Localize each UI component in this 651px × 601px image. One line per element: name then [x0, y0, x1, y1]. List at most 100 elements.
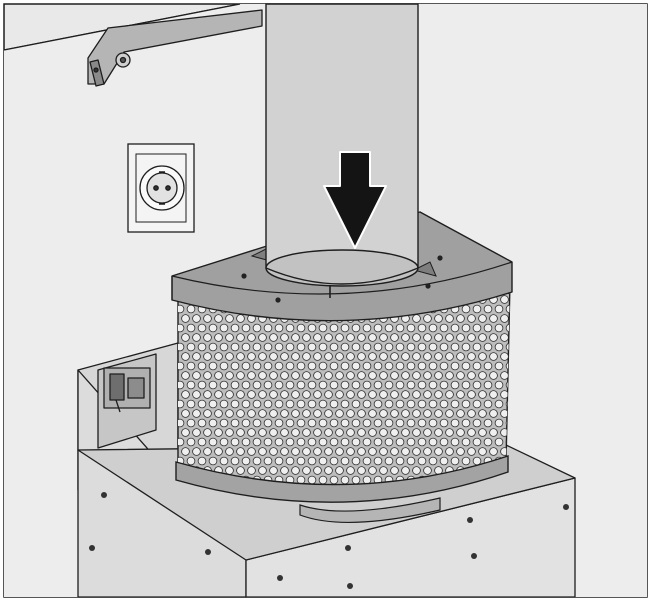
filter-hole — [186, 323, 196, 333]
filter-hole — [296, 342, 306, 352]
filter-hole — [203, 314, 212, 323]
filter-hole — [362, 323, 372, 333]
wall-socket-icon — [127, 143, 195, 233]
filter-hole — [329, 437, 339, 447]
filter-hole — [390, 333, 399, 342]
filter-hole — [483, 437, 493, 447]
filter-hole — [313, 371, 322, 380]
filter-hole — [478, 428, 487, 437]
filter-hole — [313, 390, 322, 399]
filter-hole — [500, 314, 509, 323]
filter-hole — [335, 352, 344, 361]
screw-icon — [93, 67, 99, 73]
filter-hole — [368, 428, 377, 437]
filter-hole — [236, 428, 245, 437]
filter-hole — [263, 418, 273, 428]
filter-hole — [340, 418, 350, 428]
filter-hole — [214, 371, 223, 380]
filter-hole — [362, 361, 372, 371]
filter-hole — [252, 323, 262, 333]
filter-hole — [214, 447, 223, 456]
filter-hole — [373, 399, 383, 409]
filter-hole — [406, 361, 416, 371]
filter-hole — [500, 371, 509, 380]
filter-hole — [483, 342, 493, 352]
filter-hole — [225, 333, 234, 342]
filter-hole — [346, 466, 355, 475]
filter-hole — [181, 447, 190, 456]
filter-hole — [500, 295, 509, 304]
filter-hole — [456, 352, 465, 361]
filter-hole — [467, 333, 476, 342]
filter-hole — [412, 409, 421, 418]
filter-hole — [417, 437, 427, 447]
filter-hole — [274, 399, 284, 409]
filter-hole — [357, 428, 366, 437]
filter-hole — [351, 475, 361, 485]
filter-hole — [346, 390, 355, 399]
filter-hole — [373, 418, 383, 428]
filter-hole — [494, 418, 504, 428]
filter-hole — [500, 390, 509, 399]
filter-hole — [368, 409, 377, 418]
filter-hole — [291, 447, 300, 456]
filter-hole — [450, 456, 460, 466]
filter-hole — [214, 409, 223, 418]
filter-hole — [219, 342, 229, 352]
filter-hole — [379, 466, 388, 475]
filter-hole — [412, 371, 421, 380]
filter-hole — [236, 314, 245, 323]
filter-hole — [197, 437, 207, 447]
filter-hole — [285, 399, 295, 409]
filter-hole — [269, 390, 278, 399]
filter-hole — [335, 390, 344, 399]
filter-hole — [450, 418, 460, 428]
filter-hole — [307, 361, 317, 371]
screw-icon — [345, 545, 351, 551]
filter-hole — [313, 333, 322, 342]
filter-hole — [390, 371, 399, 380]
filter-hole — [241, 418, 251, 428]
filter-hole — [456, 371, 465, 380]
filter-hole — [461, 361, 471, 371]
filter-hole — [428, 380, 438, 390]
filter-hole — [472, 361, 482, 371]
screw-icon — [89, 545, 95, 551]
filter-hole — [307, 342, 317, 352]
bayonet-tab — [412, 261, 437, 277]
filter-hole — [390, 390, 399, 399]
filter-hole — [401, 371, 410, 380]
filter-hole — [357, 333, 366, 342]
filter-hole — [285, 456, 295, 466]
filter-hole — [412, 333, 421, 342]
filter-hole — [318, 437, 328, 447]
filter-hole — [423, 371, 432, 380]
filter-hole — [445, 352, 454, 361]
filter-hole — [439, 361, 449, 371]
filter-hole — [181, 371, 190, 380]
filter-hole — [445, 390, 454, 399]
filter-hole — [178, 380, 185, 390]
filter-hole — [417, 380, 427, 390]
filter-hole — [428, 361, 438, 371]
filter-hole — [472, 342, 482, 352]
filter-hole — [236, 390, 245, 399]
filter-hole — [368, 447, 377, 456]
filter-hole — [236, 333, 245, 342]
filter-hole — [450, 361, 460, 371]
filter-hole — [252, 361, 262, 371]
filter-hole — [263, 456, 273, 466]
filter-hole — [401, 390, 410, 399]
filter-hole — [181, 428, 190, 437]
filter-hole — [214, 390, 223, 399]
filter-hole — [434, 409, 443, 418]
filter-hole — [472, 399, 482, 409]
filter-hole — [373, 380, 383, 390]
filter-hole — [302, 371, 311, 380]
filter-hole — [186, 361, 196, 371]
filter-hole — [357, 447, 366, 456]
filter-hole — [428, 399, 438, 409]
filter-hole — [208, 323, 218, 333]
filter-hole — [456, 333, 465, 342]
filter-hole — [192, 371, 201, 380]
